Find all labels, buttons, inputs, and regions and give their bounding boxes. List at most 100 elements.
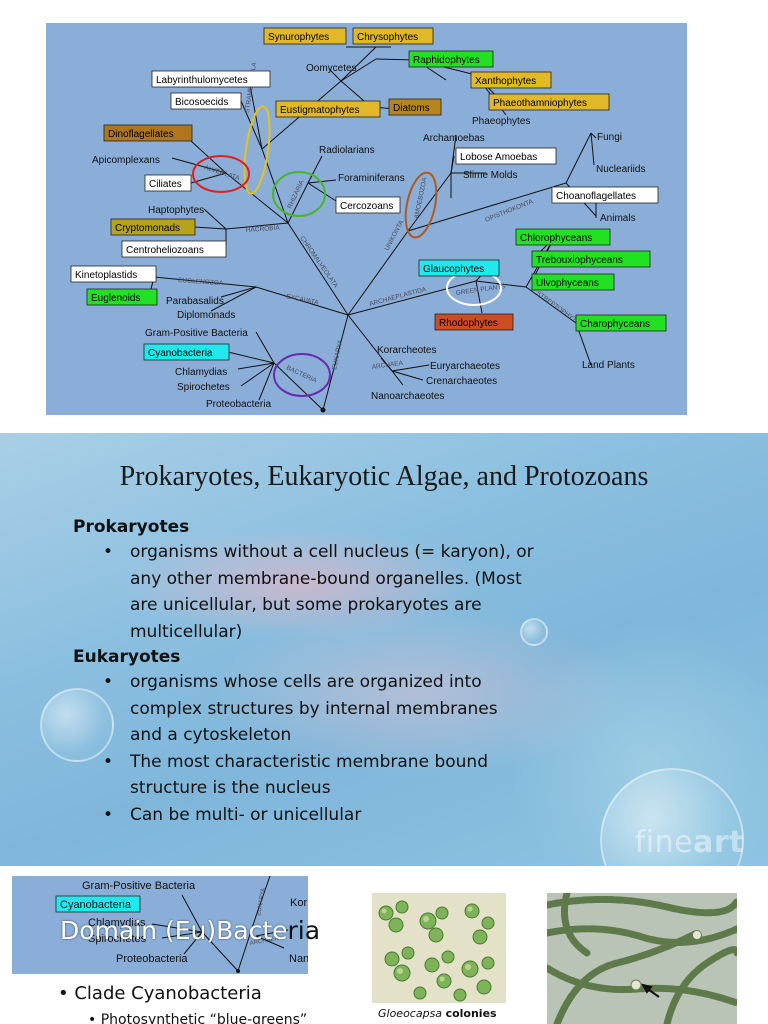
branch-archaeplastida: ARCHAEPLASTIDA	[369, 286, 428, 308]
label-xanthophytes: Xanthophytes	[475, 76, 536, 87]
crop-label-chlamydias: Chlamydias	[88, 917, 146, 929]
label-charophyceans: Charophyceans	[580, 319, 650, 330]
label-gram-positive: Gram-Positive Bacteria	[145, 328, 248, 339]
branch-bacteria: BACTERIA	[285, 364, 318, 384]
crop-label-nano: Nano	[289, 953, 308, 965]
crop-label-cyanobacteria: Cyanobacteria	[60, 899, 132, 911]
label-diplomonads: Diplomonads	[177, 310, 235, 321]
label-labyrinthulomycetes: Labyrinthulomycetes	[156, 75, 248, 86]
label-spirochetes: Spirochetes	[177, 382, 230, 393]
label-diatoms: Diatoms	[393, 103, 430, 114]
label-euryarchaeotes: Euryarchaeotes	[430, 361, 500, 372]
slide-title: Domain (Eu)Bacteria	[60, 916, 321, 945]
bullet-item: organisms without a cell nucleus (= kary…	[103, 539, 550, 645]
tree-crop-diagram: EUKARYA ARCHAEA Gram-Positive Bacteria C…	[55, 876, 308, 973]
crop-label-gram-positive: Gram-Positive Bacteria	[82, 880, 196, 892]
eukaryotes-list: organisms whose cells are organized into…	[73, 669, 673, 828]
label-centroheliozoans: Centroheliozoans	[126, 245, 204, 256]
crop-branch-eukarya: EUKARYA	[256, 888, 267, 917]
branch-eukarya: EUKARYA	[331, 339, 344, 371]
label-bicosoecids: Bicosoecids	[175, 97, 228, 108]
label-eustigmatophytes: Eustigmatophytes	[280, 105, 360, 116]
branch-archaea: ARCHAEA	[371, 360, 404, 371]
branch-excavata: EXCAVATA	[286, 293, 320, 307]
branch-hacrobia: HACROBIA	[246, 225, 281, 234]
cyanobacteria-filaments-photo	[547, 893, 737, 1024]
tree-crop: EUKARYA ARCHAEA Gram-Positive Bacteria C…	[12, 876, 308, 974]
crop-label-kor: Kor	[290, 897, 307, 909]
label-archamoebas: Archamoebas	[423, 133, 485, 144]
branch-opisthokonta: OPISTHOKONTA	[484, 198, 535, 224]
branch-euglenozoa: EUGLENOZOA	[178, 277, 224, 287]
gloeocapsa-image	[372, 893, 506, 1003]
branch-alveolata: ALVEOLATA	[203, 164, 240, 182]
plain-labels: Oomycetes Phaeophytes Apicomplexans Radi…	[92, 63, 645, 410]
arrow-pointer	[640, 983, 660, 998]
label-foraminiferans: Foraminiferans	[338, 173, 405, 184]
photo-caption: Gloeocapsa colonies	[378, 1007, 497, 1020]
gloeocapsa-photo	[372, 893, 506, 1003]
prokaryotes-slide: Prokaryotes, Eukaryotic Algae, and Proto…	[0, 433, 768, 866]
label-ulvophyceans: Ulvophyceans	[536, 278, 599, 289]
alveolata-ellipse	[192, 155, 250, 193]
heading-eukaryotes: Eukaryotes	[73, 647, 181, 667]
crop-label-proteobacteria: Proteobacteria	[116, 953, 188, 965]
label-choanoflagellates: Choanoflagellates	[556, 191, 636, 202]
label-slime-molds: Slime Molds	[463, 170, 517, 181]
bullet-item: The most characteristic membrane bound s…	[103, 749, 530, 802]
label-cyanobacteria: Cyanobacteria	[148, 348, 213, 359]
bullet-photosynthetic: • Photosynthetic “blue-greens”	[88, 1012, 308, 1024]
label-cryptomonads: Cryptomonads	[115, 223, 180, 234]
tree-of-life-figure: STRAMENOPILA ALVEOLATA RHIZARIA AMOEBOZO…	[46, 23, 687, 415]
label-glaucophytes: Glaucophytes	[423, 264, 484, 275]
label-crenarchaeotes: Crenarchaeotes	[426, 376, 497, 387]
label-phaeothamniophytes: Phaeothamniophytes	[493, 98, 587, 109]
label-fungi: Fungi	[597, 132, 622, 143]
fineart-watermark: fineart	[634, 825, 744, 860]
branch-rhizaria: RHIZARIA	[286, 179, 305, 210]
label-trebouxiophyceans: Trebouxiophyceans	[536, 255, 623, 266]
heading-prokaryotes: Prokaryotes	[73, 517, 190, 537]
label-nucleariids: Nucleariids	[596, 164, 645, 175]
label-synurophytes: Synurophytes	[268, 32, 329, 43]
clade-ellipses	[192, 105, 502, 397]
label-haptophytes: Haptophytes	[148, 205, 204, 216]
label-cercozoans: Cercozoans	[340, 201, 393, 212]
prokaryotes-list: organisms without a cell nucleus (= kary…	[73, 539, 673, 645]
branch-unikonta: UNIKONTA	[384, 219, 406, 252]
label-apicomplexans: Apicomplexans	[92, 155, 160, 166]
label-chlorophyceans: Chlorophyceans	[520, 233, 592, 244]
bullet-clade-cyanobacteria: • Clade Cyanobacteria	[58, 983, 262, 1004]
bullet-item: organisms whose cells are organized into…	[103, 669, 530, 749]
label-raphidophytes: Raphidophytes	[413, 55, 480, 66]
label-proteobacteria: Proteobacteria	[206, 399, 271, 410]
label-euglenoids: Euglenoids	[91, 293, 140, 304]
bacteria-ellipse	[273, 353, 331, 397]
label-chrysophytes: Chrysophytes	[357, 32, 418, 43]
rhizaria-ellipse	[272, 171, 326, 217]
slide-body: Prokaryotes organisms without a cell nuc…	[73, 515, 673, 828]
label-oomycetes: Oomycetes	[306, 63, 357, 74]
label-nanoarchaeotes: Nanoarchaeotes	[371, 391, 444, 402]
slide-title: Prokaryotes, Eukaryotic Algae, and Proto…	[119, 461, 649, 492]
label-land-plants: Land Plants	[582, 360, 635, 371]
label-rhodophytes: Rhodophytes	[439, 318, 498, 329]
stramenopila-ellipse	[243, 105, 271, 195]
label-dinoflagellates: Dinoflagellates	[108, 129, 174, 140]
label-ciliates: Ciliates	[149, 179, 182, 190]
filaments-image	[547, 893, 737, 1024]
crop-label-spirochetes: Spirochetes	[88, 933, 147, 945]
label-chlamydias: Chlamydias	[175, 367, 227, 378]
branch-streptophyta: STREPTOPHYTA	[535, 290, 582, 326]
tree-diagram: STRAMENOPILA ALVEOLATA RHIZARIA AMOEBOZO…	[70, 27, 667, 413]
root-dot	[320, 407, 326, 413]
bullet-item: Can be multi- or unicellular	[103, 802, 530, 829]
crop-branch-archaea: ARCHAEA	[249, 936, 279, 947]
amoebozoa-ellipse	[404, 171, 438, 239]
label-animals: Animals	[600, 213, 636, 224]
label-lobose-amoebas: Lobose Amoebas	[460, 152, 537, 163]
label-radiolarians: Radiolarians	[319, 145, 375, 156]
boxed-labels: Synurophytes Chrysophytes Raphidophytes …	[70, 27, 667, 361]
label-parabasalids: Parabasalids	[166, 296, 224, 307]
branch-chromalveolata: CHROMALVEOLATA	[298, 235, 339, 290]
